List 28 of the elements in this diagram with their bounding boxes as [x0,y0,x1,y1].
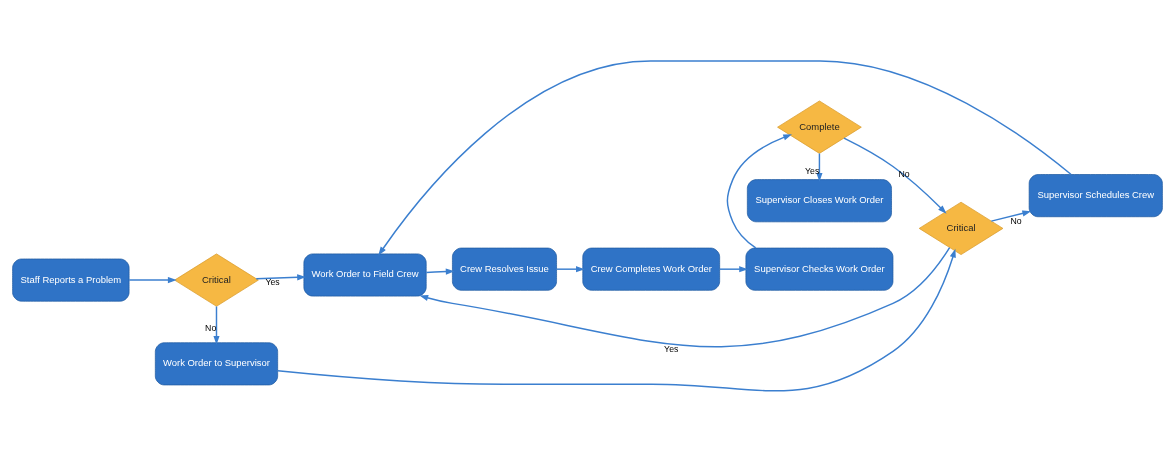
node-box: Supervisor Checks Work Order [745,247,894,291]
arrow [255,273,306,280]
node-box: Work Order to Field Crew [303,253,427,296]
arrow [990,209,1032,222]
arrow [816,152,823,182]
arrow [719,265,748,272]
node-box: Supervisor Closes Work Order [746,178,892,222]
edge-label: No [205,322,217,333]
arrow [128,276,177,283]
edge-label: No [1010,215,1022,225]
node-box: Crew Resolves Issue [452,247,557,291]
node-box: Work Order to Supervisor [154,341,279,385]
arrow [425,268,455,275]
node-diamond: Complete [777,100,862,154]
arrow [843,136,947,214]
edge-label: Yes [805,165,820,176]
arrow [378,59,1072,255]
arrow [213,305,220,345]
node-box: Crew Completes Work Order [582,247,721,291]
node-diamond: Critical [174,253,259,307]
node-box: Supervisor Schedules Crew [1028,173,1163,217]
edge-label: Yes [265,276,280,287]
node-box: Staff Reports a Problem [12,258,130,302]
arrow [419,246,951,347]
edge-label: Yes [664,343,679,354]
arrow [726,133,793,249]
arrow [555,265,585,272]
arrow [277,248,956,392]
